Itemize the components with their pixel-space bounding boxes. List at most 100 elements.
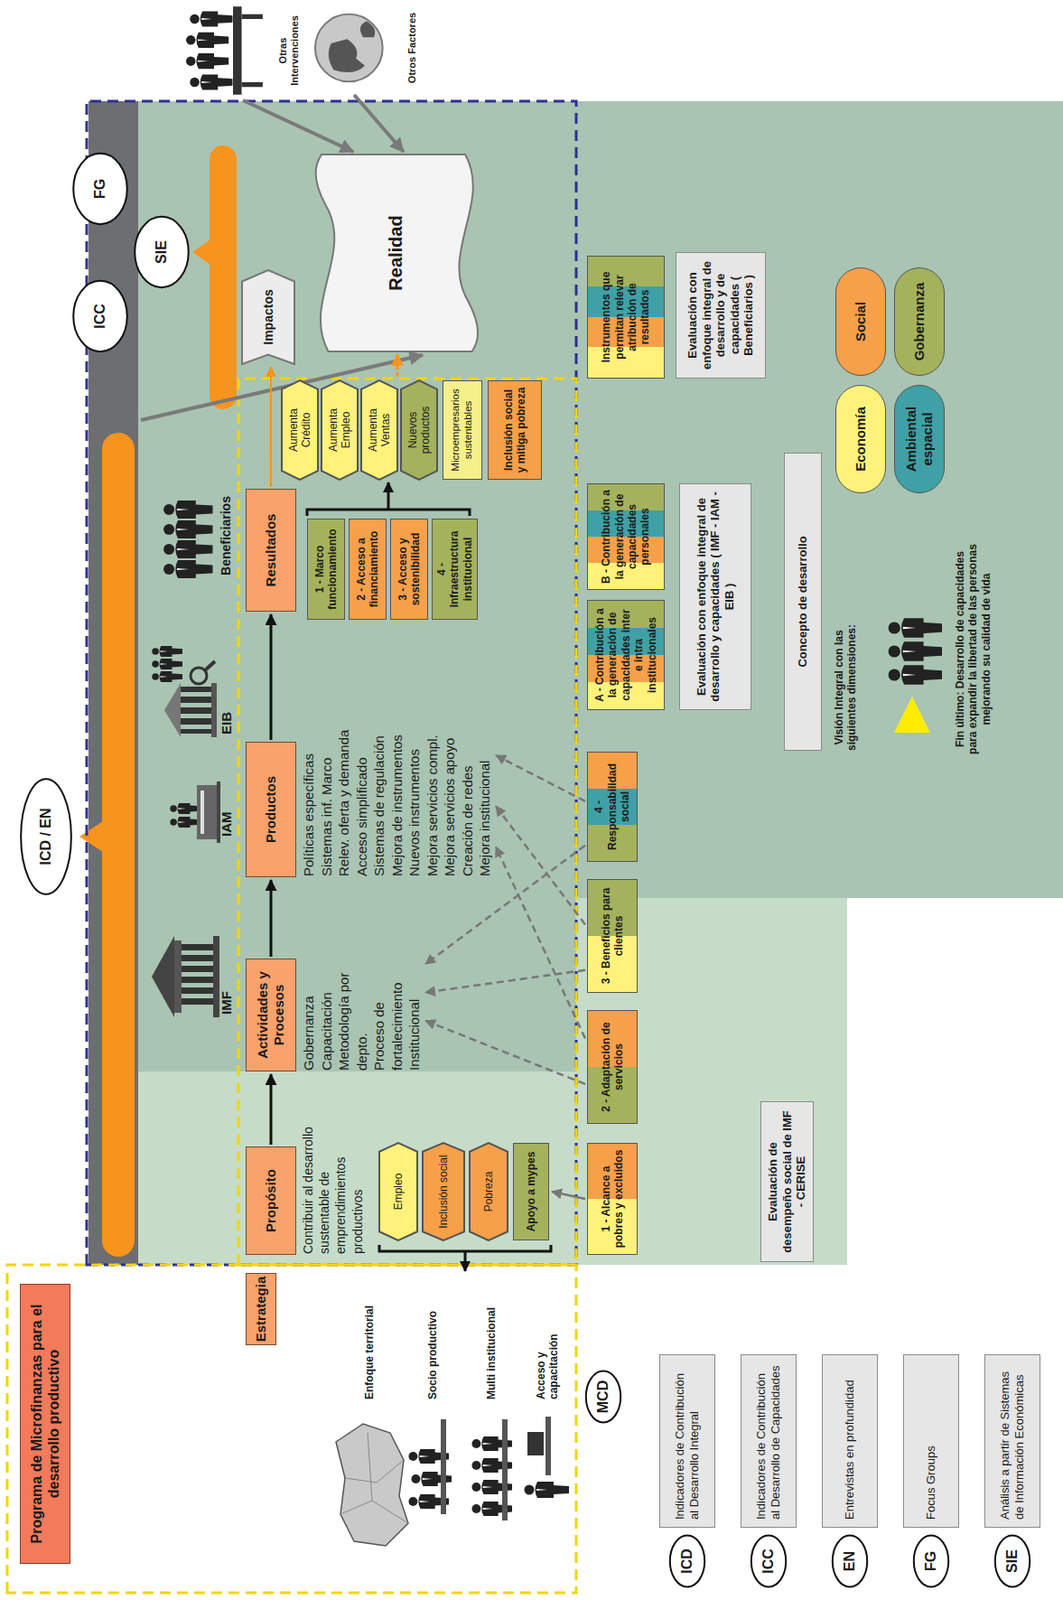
node-text: EN [840,1550,858,1571]
legend-box: Entrevistas en profundidad [821,1353,878,1528]
bank-building [174,940,182,1013]
node-text: Indicadores de Contribución al Desarroll… [754,1361,783,1520]
method-oval: FG [913,1534,950,1587]
dashed-frames [86,101,577,1265]
goal-hexagon-outline [469,1142,508,1241]
people-illustration [408,1416,569,1520]
method-oval-outline [751,1535,786,1587]
strategy-box: Estrategia [245,1272,277,1345]
outcome-hexagon-outline [361,380,398,480]
map-illustration [335,1423,409,1546]
connector [270,879,273,957]
process-box: PropósitoContribuir al desarrollo susten… [245,1146,297,1255]
factor-figure-outline [311,2,419,94]
method-oval-outline [73,280,128,352]
beneficiaries-illustration [163,540,213,559]
method-oval-outline [134,216,189,288]
method-oval: MCD [585,1370,622,1423]
process-box: ProductosPolíticas específicasSistemas i… [245,741,297,877]
beneficiaries-illustration [163,559,213,579]
factor-figure: Otros Factores [311,2,419,94]
institution-building [151,645,217,737]
reality-shape: Realidad [311,154,479,352]
evaluation-box: Evaluación con enfoque integral de desar… [679,483,752,710]
list-item: Mejora servicios compl. [423,672,442,877]
goal-hexagon-outline [379,1142,418,1241]
figure-label: Beneficiarios [218,481,234,590]
outcome-hexagon: Aumenta Empleo [321,380,358,480]
goal-hexagon-outline [422,1142,465,1241]
list-item: Relev. oferta y demanda [335,672,354,877]
impact-banner: Impactos [242,270,295,364]
node-text: Indicadores de Contribución al Desarroll… [672,1361,701,1520]
goal-illustration [888,664,942,685]
node-text: Social [852,301,869,342]
connector [495,846,586,1038]
node-text: Otros Factores [406,12,419,84]
node-text: Evaluación de desempeño social de IMF - … [765,1109,809,1254]
node-text: Empleo [391,1173,405,1211]
method-oval-outline [73,153,128,224]
agency-building [169,816,201,828]
node-text: Aumenta Crédito [287,391,314,469]
outcome-hexagon: Nuevos productos [400,380,438,480]
node-text: Aumenta Ventas [366,391,393,469]
beneficiaries-illustration [163,500,213,579]
dimension-pill: Gobernanza [894,267,945,376]
cerise-box: 2 - Adaptación de servicios [587,1009,638,1124]
people-illustration [524,1481,570,1498]
item-list: Políticas específicasSistemas inf. Marco… [299,672,495,877]
node-text: 1 - Alcance a pobres y excluidos [599,1147,626,1250]
node-text: Propósito [262,1168,280,1232]
people-illustration [545,1416,551,1475]
figure-label: Enfoque territorial [363,1295,376,1399]
node-text: B - Contribución a la generación de capa… [599,488,653,585]
outcome-box: Microempresarios sustentables [442,380,483,480]
outcome-hexagon: Aumenta Ventas [361,380,398,480]
list-item: Mejora institucional [475,672,495,877]
method-oval: ICD [669,1534,706,1587]
goal-illustration [888,641,942,662]
bank-building [181,942,214,1008]
node-text: Estrategia [252,1276,270,1343]
connector [354,94,404,152]
method-oval-outline [832,1535,868,1587]
method-oval-outline [20,778,72,894]
evaluation-box: Evaluación de desempeño social de IMF - … [760,1100,814,1262]
dimension-pill: Ambiental espacial [894,384,945,494]
contribution-box: A - Contribución a la generación de capa… [587,599,665,710]
goal-illustration [888,617,942,638]
node-text: Instrumentos que permitan relevar atribu… [599,261,653,373]
node-text: Productos [262,775,280,843]
outcome-hexagon: Aumenta Crédito [281,380,318,480]
node-text: Evaluación con enfoque integral de desar… [694,491,737,702]
node-text: ICC [91,303,109,329]
method-oval-outline [995,1535,1030,1587]
background-regions [138,1071,848,1265]
agency-building [200,790,205,834]
connector [242,100,354,152]
node-text: Nuevos productos [406,391,433,469]
connector [495,755,586,802]
figure-label: Socio productivo [426,1295,439,1399]
result-box: 1 - Marco funcionamiento [307,518,346,620]
orange-brackets [192,239,211,265]
institution-building [180,686,212,734]
connector [425,1020,586,1084]
bank-building [151,935,175,1017]
group-brackets [464,1250,467,1271]
goal-hexagon: Inclusión social [422,1142,465,1241]
node-text: SIE [152,240,170,264]
evaluation-box: Evaluación con enfoque integral de desar… [675,251,766,379]
node-text: 4 - Infraestructura institucional [435,523,475,615]
outcome-hexagon-outline [400,380,438,480]
influence-arrows [396,354,400,377]
orange-brackets [79,145,237,1257]
node-text: Evaluación con enfoque integral de desar… [685,260,756,371]
institution-building [211,682,217,737]
institution-building [151,658,183,670]
node-text: Gobernanza [911,282,928,362]
node-text: Ambiental espacial [903,392,936,485]
goal-hexagon: Empleo [379,1142,418,1241]
